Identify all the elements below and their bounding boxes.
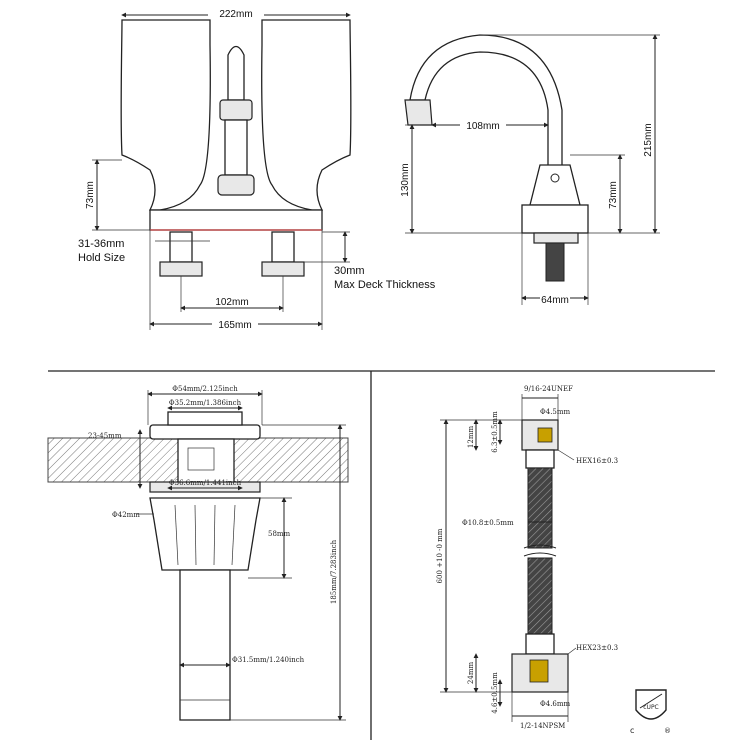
side-body — [529, 164, 581, 206]
drain-nut — [149, 497, 261, 571]
spout-collar — [219, 99, 253, 121]
hose-top-ferrule — [525, 449, 555, 469]
dim-hose-thread-top: 9/16-24UNEF — [524, 385, 573, 393]
dim-hose-top-nut-height: 12mm — [467, 426, 475, 449]
dim-drain-thread: Φ42mm — [112, 511, 140, 519]
drain-stopper — [167, 411, 243, 426]
drain-tailpiece — [179, 569, 231, 721]
svg-text:®: ® — [664, 727, 671, 735]
drain-view: Φ54mm/2.125inch Φ35.2mm/1.386inch 23-45m… — [47, 385, 349, 721]
dim-hose-bore-bottom: Φ4.6mm — [540, 700, 571, 708]
spout-stem — [224, 119, 248, 176]
dim-side-base-width: 64mm — [541, 295, 569, 306]
deck-thickness-label: Max Deck Thickness — [334, 279, 436, 291]
dim-hose-thread-bottom: 1/2-14NPSM — [520, 722, 565, 730]
dim-hose-length: 600 +10 -0 mm — [436, 528, 444, 583]
dim-counter-range: 23-45mm — [88, 432, 122, 440]
dim-hose-hex-top: HEX16±0.3 — [576, 457, 618, 465]
front-spout — [227, 45, 245, 101]
drain-flange — [149, 424, 261, 440]
aerator — [404, 99, 433, 126]
dim-hose-top-depth: 6.3±0.5mm — [491, 411, 499, 453]
dim-drain-nut-diameter: Φ36.6mm/1.441inch — [169, 479, 242, 487]
dim-hose-bottom-nut-height: 24mm — [467, 662, 475, 685]
right-handle — [261, 19, 352, 211]
dim-hose-bottom-depth: 4.6±0.5mm — [491, 672, 499, 714]
deck-plate — [149, 209, 323, 231]
dim-hose-diameter: Φ10.8±0.5mm — [462, 519, 514, 527]
hose-braid-lower — [527, 557, 553, 635]
hose-braid-upper — [527, 467, 553, 549]
front-view: 222mm 73mm 31-36mm Hold Size 30mm Max De… — [78, 5, 436, 331]
dim-total-height: 215mm — [643, 123, 654, 156]
right-nut — [261, 261, 305, 277]
left-shank — [169, 231, 193, 263]
dim-side-handle-height: 73mm — [608, 181, 619, 209]
dim-width-top: 222mm — [219, 9, 252, 20]
side-deck-plate — [521, 204, 589, 234]
svg-text:c: c — [630, 726, 634, 735]
left-nut — [159, 261, 203, 277]
deck-thickness-value: 30mm — [334, 265, 365, 277]
side-threaded-shank — [545, 242, 565, 282]
hole-size-label: Hold Size — [78, 252, 125, 264]
right-shank — [271, 231, 295, 263]
dim-center-spacing: 102mm — [215, 297, 248, 308]
dim-spout-height: 130mm — [400, 163, 411, 196]
hose-view: 9/16-24UNEF Φ4.5mm 12mm 6.3±0.5mm HEX16±… — [436, 385, 671, 735]
spout-base-nut — [217, 174, 255, 196]
dim-front-handle-height: 73mm — [85, 181, 96, 209]
dim-drain-nut-height: 58mm — [268, 530, 291, 538]
hole-size-value: 31-36mm — [78, 238, 124, 250]
svg-text:cUPC: cUPC — [643, 704, 659, 711]
drain-body — [177, 438, 235, 484]
side-mount — [533, 232, 579, 244]
dim-drain-total-height: 185mm/7.283inch — [330, 539, 338, 604]
cupc-certification-icon: cUPC c ® — [630, 689, 671, 735]
dim-hose-hex-bottom: HEX23±0.3 — [576, 644, 618, 652]
side-view: 108mm 215mm 130mm 73mm 64mm — [400, 34, 660, 306]
left-handle — [120, 19, 211, 211]
dim-drain-inner-diameter: Φ35.2mm/1.386inch — [169, 399, 242, 407]
gooseneck-spout — [409, 34, 563, 171]
dim-hose-bore-top: Φ4.5mm — [540, 408, 571, 416]
dim-reach: 108mm — [466, 121, 499, 132]
dim-base-width: 165mm — [218, 320, 251, 331]
dim-drain-tail-diameter: Φ31.5mm/1.240inch — [232, 656, 305, 664]
dim-drain-top-diameter: Φ54mm/2.125inch — [172, 385, 238, 393]
hose-bottom-ferrule — [525, 633, 555, 655]
